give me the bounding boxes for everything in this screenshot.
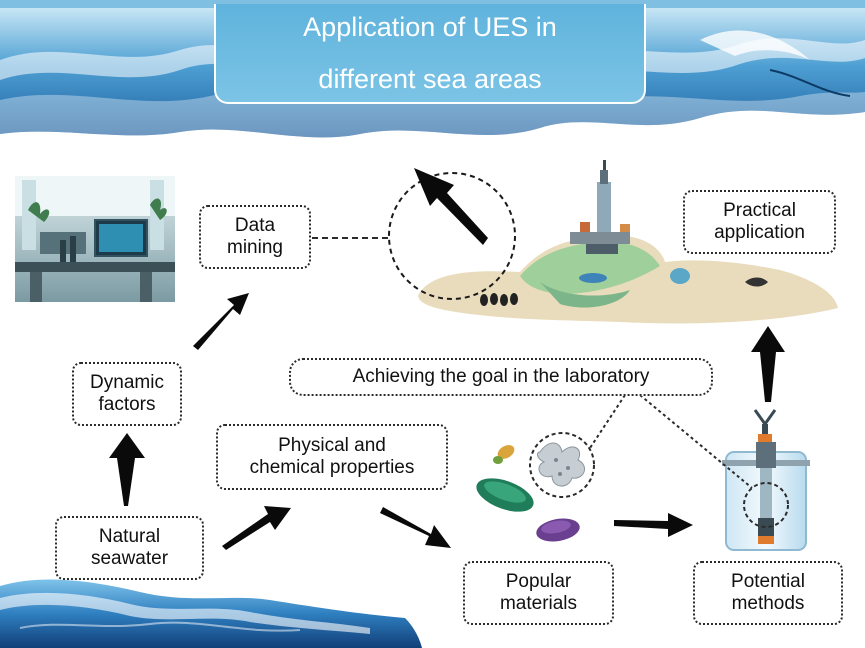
connector-goal-materials [589,394,626,449]
island-platform-image [418,160,838,324]
node-text: chemical properties [249,457,415,478]
bottom-sea-waves [0,579,422,648]
node-text: Popular [505,571,572,592]
node-text: Physical and [278,435,386,456]
node-text: Achieving the goal in the laboratory [352,366,650,387]
diagram-title: Application of UES in different sea area… [214,4,646,104]
arrows [109,168,785,550]
node-text: application [714,222,805,243]
node-text: seawater [90,548,169,569]
dashed-circle [388,172,516,300]
node-text: Practical [723,200,796,221]
node-text: factors [98,394,156,415]
arrow-materials-to-device [614,513,693,537]
node-text: Natural [98,526,161,547]
node-text: Potential [731,571,805,592]
node-text: methods [731,593,805,614]
arrow-seawater-to-physical [222,506,291,550]
node-dynamic-factors: Dynamic factors [72,362,182,426]
arrow-in-circle [414,168,488,245]
arrow-seawater-to-dynamic [109,433,145,506]
zoom-circle-materials [529,432,595,498]
node-goal: Achieving the goal in the laboratory [289,358,713,396]
node-potential-methods: Potential methods [693,561,843,625]
connector-goal-device [639,394,753,489]
node-physical-chemical: Physical and chemical properties [216,424,448,490]
material-samples-image [476,432,595,542]
arrow-device-to-practical [751,326,785,402]
node-text: Dynamic [90,372,164,393]
laboratory-image [15,176,175,302]
node-natural-seawater: Natural seawater [55,516,204,580]
node-popular-materials: Popular materials [463,561,614,625]
node-data-mining: Data mining [199,205,311,269]
sampling-device-image [722,409,810,551]
arrow-dynamic-to-datamining [193,293,249,350]
title-line-1: Application of UES in [303,12,557,42]
node-text: materials [499,593,578,614]
node-text: Data [234,215,276,236]
title-line-2: different sea areas [318,64,542,94]
node-practical-application: Practical application [683,190,836,254]
penguin-icons [480,293,518,306]
arrow-physical-to-materials [380,507,451,548]
node-text: mining [227,237,283,258]
connector-lines [312,237,753,489]
